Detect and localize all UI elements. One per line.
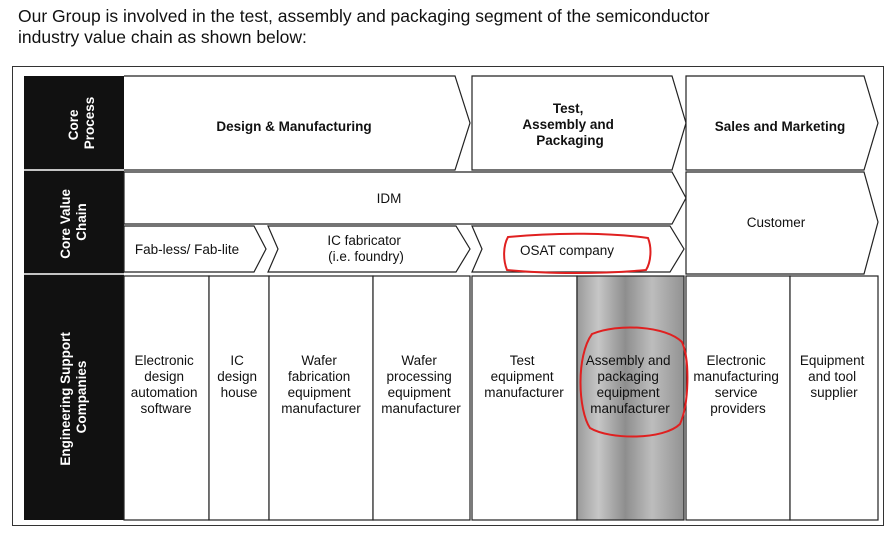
support-label-equipment-tool: Equipment and tool supplier bbox=[800, 353, 868, 400]
intro-line-1: Our Group is involved in the test, assem… bbox=[18, 6, 710, 26]
support-label-eda: Electronic design automation software bbox=[131, 353, 202, 416]
osat-highlight-circle bbox=[503, 232, 652, 274]
osat-label: OSAT company bbox=[520, 243, 614, 258]
row-label-engineering-support: Engineering Support Companies bbox=[58, 328, 89, 465]
row-label-core-value-chain: Core Value Chain bbox=[58, 185, 89, 259]
customer-label: Customer bbox=[747, 215, 806, 230]
intro-line-2: industry value chain as shown below: bbox=[18, 27, 307, 47]
support-cell-ic-design bbox=[208, 275, 270, 521]
support-label-ems: Electronic manufacturing service provide… bbox=[693, 353, 782, 416]
design-manufacturing-block bbox=[124, 75, 471, 171]
intro-text: Our Group is involved in the test, assem… bbox=[18, 6, 878, 48]
row-label-core-process: Core Process bbox=[66, 97, 97, 150]
idm-label: IDM bbox=[377, 191, 402, 206]
ic-fabricator-label: IC fabricator (i.e. foundry) bbox=[327, 233, 404, 264]
osat-arrow bbox=[471, 225, 685, 273]
row-label-sidebar bbox=[24, 76, 124, 520]
support-cell-ems bbox=[685, 275, 791, 521]
sales-marketing-block bbox=[685, 75, 879, 171]
ic-fabricator-arrow bbox=[267, 225, 471, 273]
support-cell-wafer-fab bbox=[268, 275, 374, 521]
test-assembly-block bbox=[471, 75, 687, 171]
support-cell-equipment-tool bbox=[789, 275, 879, 521]
sales-marketing-label: Sales and Marketing bbox=[715, 119, 846, 134]
support-label-ic-design: IC design house bbox=[217, 353, 261, 400]
support-cell-test-equipment bbox=[471, 275, 578, 521]
customer-block bbox=[685, 171, 879, 275]
fabless-label: Fab-less/ Fab-lite bbox=[135, 242, 239, 257]
support-label-assembly-packaging: Assembly and packaging equipment manufac… bbox=[586, 353, 675, 416]
support-label-wafer-fab: Wafer fabrication equipment manufacturer bbox=[281, 353, 361, 416]
fabless-arrow bbox=[123, 225, 267, 273]
support-label-wafer-processing: Wafer processing equipment manufacturer bbox=[381, 353, 461, 416]
assembly-highlight-circle bbox=[579, 326, 689, 438]
support-label-test-equipment: Test equipment manufacturer bbox=[484, 353, 564, 400]
support-cell-wafer-processing bbox=[372, 275, 471, 521]
support-cell-assembly-packaging bbox=[576, 275, 685, 521]
idm-arrow bbox=[123, 171, 687, 225]
test-assembly-label: Test, Assembly and Packaging bbox=[522, 101, 617, 148]
diagram-frame bbox=[12, 66, 884, 526]
design-manufacturing-label: Design & Manufacturing bbox=[216, 119, 371, 134]
